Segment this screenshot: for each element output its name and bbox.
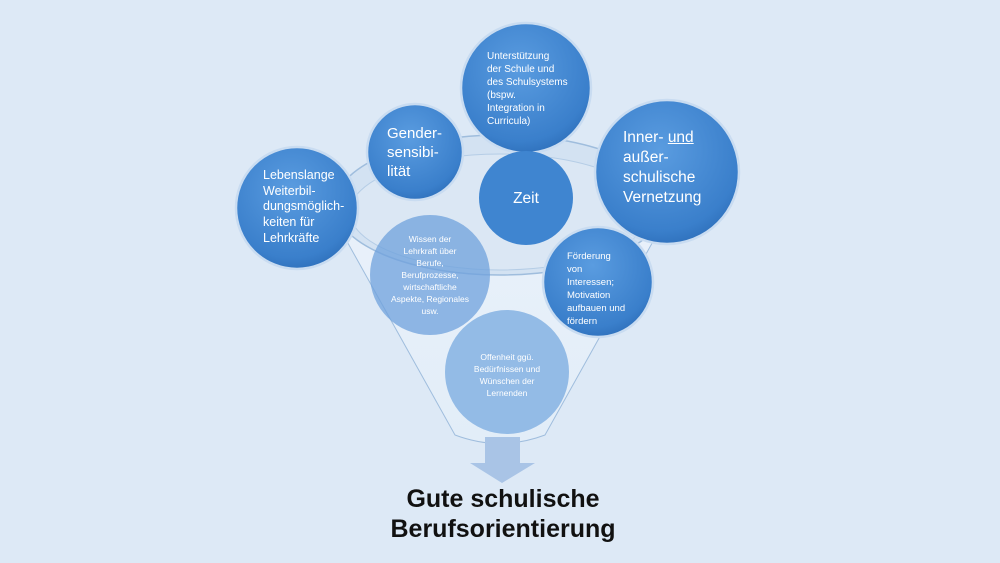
text-line: dungsmöglich- [263,199,345,214]
text-line: Bedürfnissen und [473,364,541,374]
text-line: wirtschaftliche [403,282,457,292]
text-line: des Schulsystems [487,77,568,88]
text-line: Wissen der [408,234,452,244]
text-line: Weiterbil- [263,183,316,198]
circle-offenheit [445,310,569,434]
circle-lebenslange [234,145,360,271]
circle-zeit [479,151,573,245]
text-line: Vernetzung [623,189,702,206]
text-line: Integration in [487,103,545,114]
text-line: Gender- [387,125,443,142]
text-line: der Schule und [487,64,555,75]
text-line: sensibi- [387,144,439,161]
title-line: Berufsorientierung [390,515,616,543]
label-vernetzung: Inner- und außer- schulische Vernetzung [623,128,701,208]
text-line: Aspekte, Regionales [391,294,469,304]
underlined-text: und [667,129,694,146]
label-lebenslange: Lebenslange Weiterbil- dungsmöglich- kei… [263,168,344,246]
text-line: Lehrkraft über [403,246,457,256]
down-arrow-icon [470,437,535,483]
circle-wissen [370,215,490,335]
text-line: Berufe, [416,258,444,268]
text-line: Motivation [567,290,611,301]
text-line: Interessen; [567,277,614,288]
text-line: Offenheit ggü. [480,352,534,362]
label-zeit: Zeit [513,190,539,207]
text-line: Förderung [567,251,611,262]
text-line: aufbauen und [567,303,626,314]
text-line: (bspw. [487,90,516,101]
label-wissen: Wissen der Lehrkraft über Berufe, Berufp… [370,233,490,317]
text-line: Berufprozesse, [401,270,459,280]
title-line: Gute schulische [406,485,600,513]
text-line: Lebenslange [263,168,335,182]
text-line: außer- [623,149,669,166]
label-foerderung: Förderung von Interessen; Motivation auf… [567,250,625,328]
text-line: fördern [567,316,598,327]
text-line: Wünschen der [479,376,535,386]
circle-gender [365,102,465,202]
text-line: Unterstützung [487,51,550,62]
text-line: Inner- [623,129,664,146]
text-line: von [567,264,583,275]
label-gender: Gender- sensibi- lität [387,124,442,181]
text-line: schulische [623,169,696,186]
circle-foerderung [541,225,655,339]
text-line: Lernenden [486,388,528,398]
text-line: usw. [421,306,439,316]
label-unterstuetzung: Unterstützung der Schule und des Schulsy… [487,50,568,128]
label-offenheit: Offenheit ggü. Bedürfnissen und Wünschen… [447,351,567,399]
text-line: lität [387,163,411,180]
circle-vernetzung [593,98,741,246]
text-line: Lehrkräfte [263,230,320,245]
text-line: keiten für [263,214,315,229]
text-line: Curricula) [487,116,531,127]
result-title: Gute schulische Berufsorientierung [0,484,1000,544]
